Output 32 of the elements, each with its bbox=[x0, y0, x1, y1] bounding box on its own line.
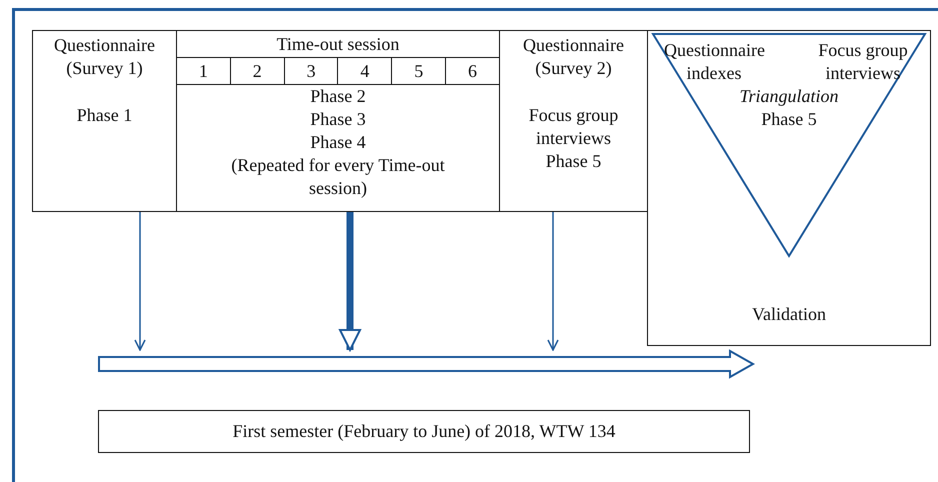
box-text: (Repeated for every Time-out session) bbox=[230, 154, 446, 200]
triangle-shape bbox=[652, 33, 926, 257]
triangle-text: Phase 5 bbox=[760, 108, 818, 131]
timeline-arrow bbox=[98, 350, 754, 378]
arrow bbox=[339, 212, 361, 351]
period-box bbox=[98, 410, 750, 453]
triangle-text: Triangulation bbox=[738, 85, 840, 108]
box-text: Focus group interviews bbox=[528, 104, 620, 150]
box-text: Phase 5 bbox=[546, 150, 602, 173]
box-heading: Time-out session bbox=[177, 31, 499, 58]
box-text: First semester (February to June) of 2018, WTW 134 bbox=[232, 421, 616, 442]
session-box bbox=[176, 30, 500, 212]
box-heading: Questionnaire (Survey 2) bbox=[522, 34, 625, 80]
phase-box bbox=[499, 30, 648, 212]
triangle-text: Focus group interviews bbox=[817, 39, 909, 85]
box-text: Phase 1 bbox=[76, 104, 132, 127]
validation-box bbox=[647, 30, 931, 346]
table-cell: 4 bbox=[337, 58, 392, 84]
table-cell: 5 bbox=[391, 58, 446, 84]
box-heading: Questionnaire (Survey 1) bbox=[53, 34, 156, 80]
box-text: Phase 4 bbox=[310, 131, 366, 154]
phase-box bbox=[32, 30, 177, 212]
box-text: Validation bbox=[751, 304, 827, 325]
table-cell-text: 1 bbox=[198, 60, 209, 83]
table-cell: 3 bbox=[284, 58, 338, 84]
box-text: Phase 2 bbox=[310, 85, 366, 108]
table-cell: 2 bbox=[230, 58, 284, 84]
triangle-text: Questionnaire indexes bbox=[664, 39, 764, 85]
box-text: Phase 3 bbox=[310, 108, 366, 131]
table-cell: 6 bbox=[445, 58, 499, 84]
arrow bbox=[547, 212, 559, 351]
arrow bbox=[134, 212, 146, 351]
